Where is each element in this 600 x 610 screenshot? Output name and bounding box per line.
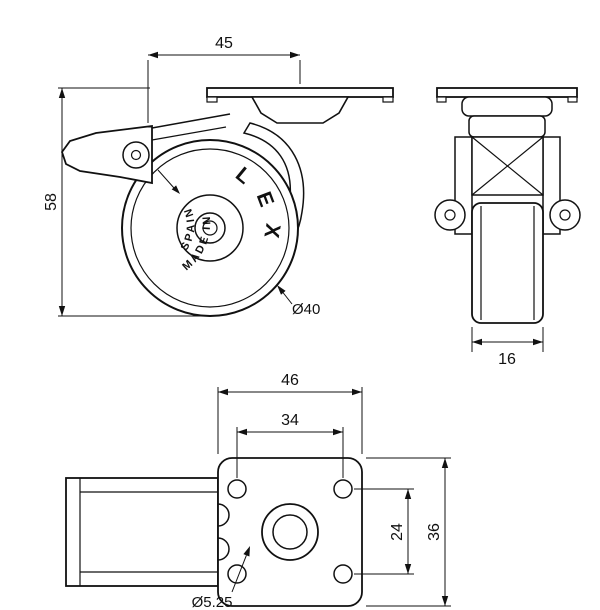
side-top-plate [206, 87, 394, 98]
dim-height-58: 58 [43, 87, 208, 317]
wheel-axle-boss [194, 212, 226, 244]
arrowhead [243, 546, 250, 557]
dim-label-24: 24 [389, 523, 406, 541]
dim-label-34: 34 [281, 412, 299, 429]
center-boss-inner [272, 514, 308, 550]
front-view [434, 87, 581, 324]
brake-pivot [122, 141, 150, 169]
wheel-inner-rim [130, 148, 290, 308]
arrowhead [148, 51, 158, 59]
bolt-hole-top-right [333, 479, 353, 499]
front-top-plate [436, 87, 578, 98]
linkage-bump [217, 503, 230, 527]
arrowhead [290, 51, 300, 59]
pedal-pivot-pin-right [559, 209, 571, 221]
side-plate-tab-left [206, 96, 218, 103]
linkage-bump [217, 537, 230, 561]
bolt-hole-bottom-left [227, 564, 247, 584]
dim-plate-depth-36: 36 [366, 457, 451, 607]
brake-bracket-line-bottom [151, 126, 227, 141]
dim-label-45: 45 [215, 35, 233, 52]
center-boss-outer [261, 503, 319, 561]
plate-view [65, 457, 363, 607]
pedal-pivot-left [434, 199, 466, 231]
dim-hole-spacing-34: 34 [236, 412, 344, 478]
front-wheel-tread [471, 202, 544, 324]
dim-hole-spacing-24: 24 [354, 488, 414, 575]
dim-label-36: 36 [426, 523, 443, 541]
front-bearing-race-upper [461, 96, 553, 117]
arrowhead [533, 338, 543, 346]
pedal-pivot-right [549, 199, 581, 231]
bolt-hole-bottom-right [333, 564, 353, 584]
dim-plate-width-46: 46 [217, 372, 363, 454]
brake-direction-leader [157, 169, 175, 189]
label-hole-diameter: Ø5.25 [192, 546, 250, 610]
dim-label-16: 16 [498, 351, 516, 368]
label-wheel-diameter: Ø40 [277, 285, 320, 318]
brake-direction-arrowhead [171, 185, 180, 194]
wheel-hub-ring [176, 194, 244, 262]
arrowhead [237, 428, 247, 436]
dim-label-46: 46 [281, 372, 299, 389]
arrowhead [441, 458, 449, 468]
dim-top-45: 45 [147, 35, 301, 123]
bolt-hole-top-left [227, 479, 247, 499]
dim-label-58: 58 [43, 193, 60, 211]
leader-line [231, 555, 247, 593]
brake-pivot-pin [130, 149, 142, 161]
arrowhead [404, 564, 412, 574]
brake-body-diagonal [471, 136, 544, 196]
wheel-outer-rim [121, 139, 299, 317]
arrowhead [333, 428, 343, 436]
side-view [60, 87, 394, 317]
front-plate-tab-right [567, 96, 578, 103]
dim-label-hole-diameter: Ø5.25 [192, 594, 233, 610]
arrowhead [472, 338, 482, 346]
arrowhead [58, 88, 66, 98]
wheel-axle-hole [202, 220, 218, 236]
arrowhead [404, 489, 412, 499]
pedal-pivot-pin-left [444, 209, 456, 221]
dim-wheel-width-16: 16 [471, 327, 544, 368]
plate-brake-pedal [65, 477, 219, 587]
arrowhead [441, 596, 449, 606]
brake-pedal [60, 124, 153, 185]
side-swivel-housing [250, 96, 350, 124]
front-plate-tab-left [436, 96, 447, 103]
dim-label-wheel-diameter: Ø40 [292, 301, 320, 318]
arrowhead [352, 388, 362, 396]
arrowhead [277, 285, 286, 295]
side-plate-tab-right [382, 96, 394, 103]
front-bearing-race-lower [468, 115, 546, 138]
brake-bracket-line-top [151, 113, 231, 129]
arrowhead [58, 306, 66, 316]
arrowhead [218, 388, 228, 396]
